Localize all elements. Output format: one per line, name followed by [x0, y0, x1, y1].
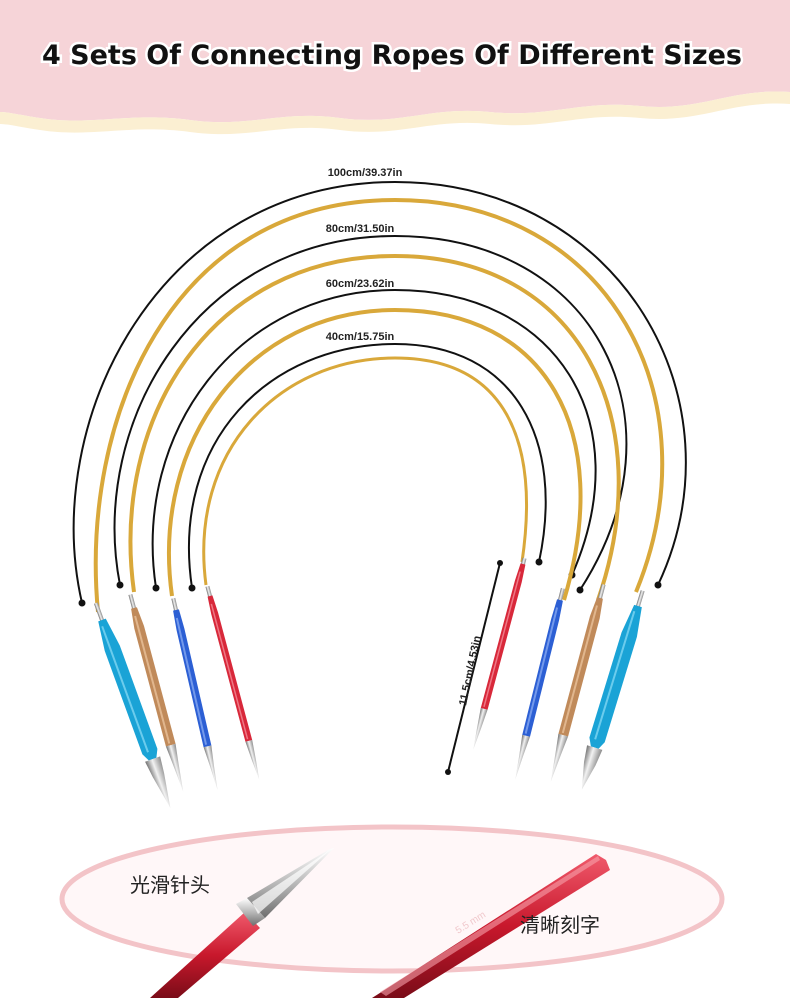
length-line-100cm [72, 180, 687, 604]
needle-tip-right-navy [515, 587, 565, 780]
cable-60cm: 60cm/23.62in [151, 278, 597, 601]
length-line-40cm [187, 342, 547, 589]
cable-set: 100cm/39.37in 80cm/31.50in 60cm/23.62in … [72, 167, 687, 613]
detail-closeup: 5.5 mm 光滑针头 清晰刻字 [59, 824, 725, 998]
needle-tip-right-blue [581, 590, 645, 790]
page-title: 4 Sets Of Connecting Ropes Of Different … [42, 40, 742, 71]
length-label-80cm: 80cm/31.50in [326, 223, 395, 235]
needle-tips [93, 557, 645, 808]
needle-tip-left-navy [171, 597, 218, 791]
tip-length-line [447, 562, 501, 773]
needle-tip-left-blue [93, 602, 171, 808]
tip-length-label: 11.5cm/4.53in [457, 634, 484, 706]
banner-background [0, 0, 790, 123]
needle-tip-left-red [205, 585, 260, 780]
cable-40cm: 40cm/15.75in [187, 331, 547, 592]
banner-wave-cream [0, 91, 790, 135]
cable-100cm: 100cm/39.37in [72, 167, 687, 613]
caption-clear-engraving: 清晰刻字 [520, 913, 600, 937]
needle-tip-right-red [473, 557, 527, 750]
detail-ellipse [59, 824, 725, 974]
needle-tip-right-copper [550, 583, 606, 782]
length-label-100cm: 100cm/39.37in [328, 167, 403, 179]
length-line-80cm [113, 234, 628, 591]
cable-wire-80cm [128, 253, 621, 601]
caption-smooth-tip: 光滑针头 [130, 873, 210, 897]
cable-80cm: 80cm/31.50in [113, 223, 628, 601]
closeup-needle-left [150, 848, 334, 998]
length-label-60cm: 60cm/23.62in [326, 278, 395, 290]
cable-wire-100cm [93, 197, 665, 613]
cable-wire-40cm [202, 356, 528, 586]
cable-wire-60cm [166, 307, 583, 601]
length-label-40cm: 40cm/15.75in [326, 331, 395, 343]
length-line-60cm [151, 288, 597, 589]
needle-tip-left-copper [128, 593, 184, 792]
header-banner: 4 Sets Of Connecting Ropes Of Different … [0, 0, 790, 135]
